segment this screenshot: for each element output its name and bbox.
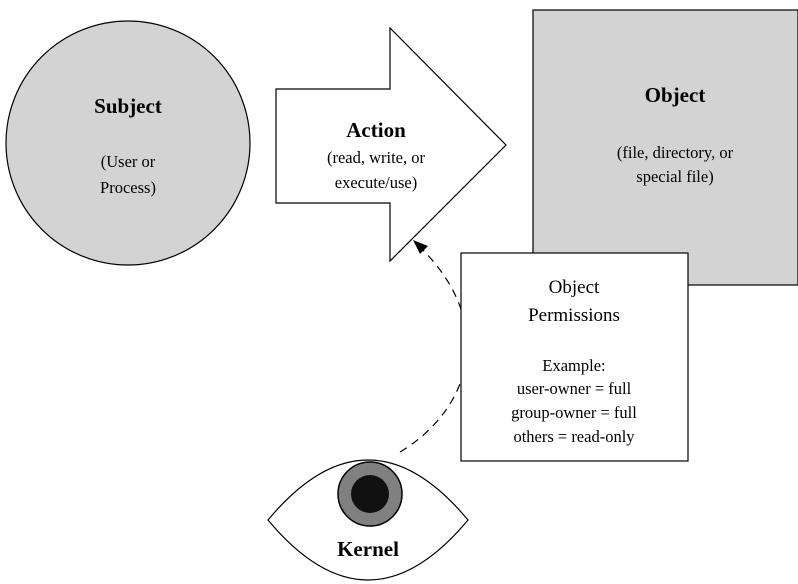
permissions-rule-others: others = read-only xyxy=(513,427,635,446)
action-title: Action xyxy=(346,118,406,142)
permissions-rule-user: user-owner = full xyxy=(517,379,632,398)
permissions-frame xyxy=(460,252,689,462)
permissions-title-line1: Object xyxy=(549,277,600,298)
subject-detail-line2: Process) xyxy=(100,178,156,197)
permissions-title-line2: Permissions xyxy=(528,305,620,326)
subject-title: Subject xyxy=(94,94,162,118)
object-node: Object (file, directory, or special file… xyxy=(532,9,798,286)
permissions-rule-group: group-owner = full xyxy=(511,403,637,422)
dashed-connector xyxy=(399,247,468,453)
kernel-check-arrow xyxy=(399,240,468,453)
object-square xyxy=(532,9,798,286)
subject-detail-line1: (User or xyxy=(101,152,156,171)
action-detail-line1: (read, write, or xyxy=(327,148,426,167)
permissions-example-label: Example: xyxy=(542,356,605,375)
kernel-label: Kernel xyxy=(337,537,399,561)
subject-node: Subject (User or Process) xyxy=(5,20,251,266)
pupil-icon xyxy=(351,475,389,513)
action-node: Action (read, write, or execute/use) xyxy=(275,26,507,263)
object-detail-line1: (file, directory, or xyxy=(617,143,734,162)
arrowhead-icon xyxy=(413,240,428,254)
subject-circle xyxy=(5,20,251,266)
action-arrow xyxy=(275,26,507,263)
permissions-box: Object Permissions Example: user-owner =… xyxy=(460,252,689,462)
kernel-node: Kernel xyxy=(267,459,469,581)
object-detail-line2: special file) xyxy=(636,167,713,186)
object-title: Object xyxy=(645,83,706,107)
action-detail-line2: execute/use) xyxy=(335,173,417,192)
